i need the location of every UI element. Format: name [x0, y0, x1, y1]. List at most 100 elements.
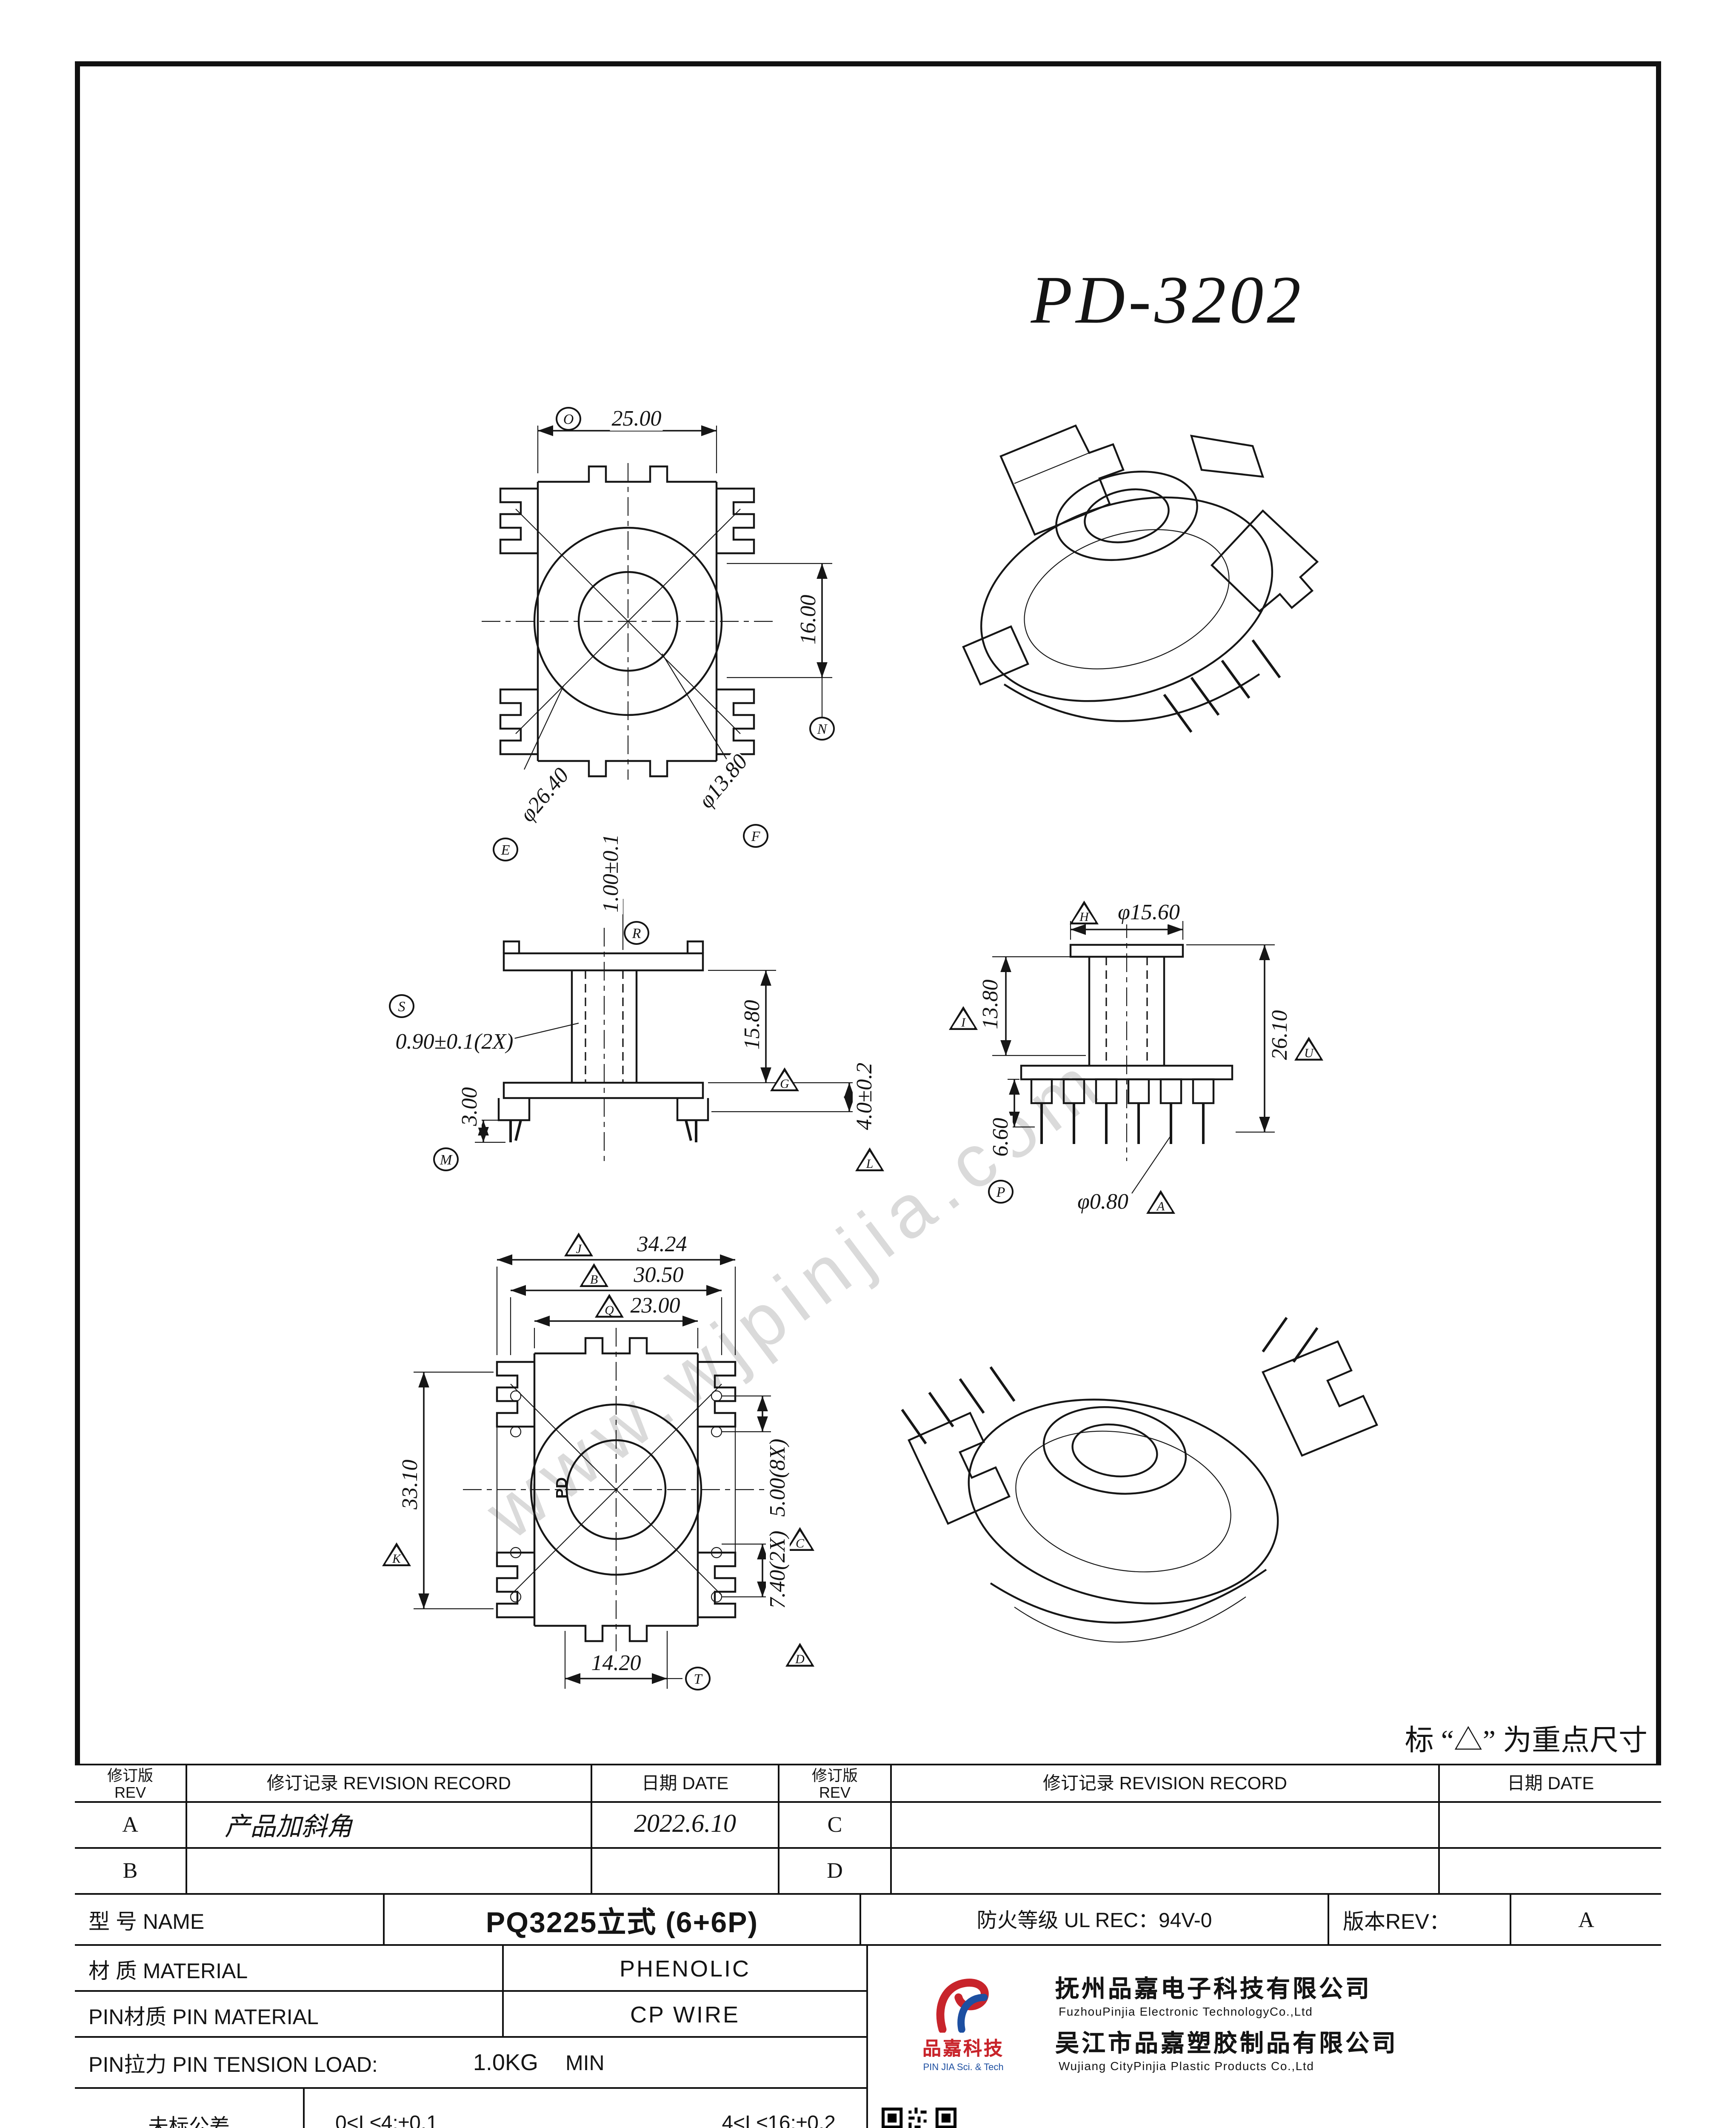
dim-tube-height: 13.80	[977, 978, 1002, 1031]
balloon-a-letter: A	[1156, 1198, 1165, 1213]
dim-overall-width: 34.24	[635, 1232, 689, 1256]
rev-c-date	[1440, 1803, 1661, 1849]
top-view-drawing	[482, 425, 832, 780]
rev-b-record	[187, 1849, 592, 1895]
pin-tension-value: 1.0KG	[473, 2050, 538, 2075]
balloon-p: P	[988, 1180, 1014, 1204]
company-names: 抚州品嘉电子科技有限公司 FuzhouPinjia Electronic Tec…	[1045, 1953, 1651, 2097]
record-header-left: 修订记录 REVISION RECORD	[187, 1765, 592, 1803]
company-1-cn: 抚州品嘉电子科技有限公司	[1055, 1974, 1372, 2001]
balloon-s: S	[389, 994, 414, 1018]
tolerance-label: 未标公差 TOLERANCES	[75, 2089, 305, 2128]
rev-a-date: 2022.6.10	[592, 1803, 779, 1849]
dim-flange-height: 16.00	[795, 593, 820, 646]
balloon-t-letter: T	[694, 1670, 702, 1687]
company-logo: 品嘉科技 PIN JIA Sci. & Tech	[882, 1953, 1045, 2097]
dim-wall-thickness: 0.90±0.1(2X)	[394, 1029, 515, 1054]
balloon-o: O	[556, 407, 581, 431]
dim-pin-group-pitch: 7.40(2X)	[764, 1529, 790, 1610]
balloon-m: M	[433, 1147, 459, 1171]
dim-comb-height: 6.60	[987, 1116, 1013, 1158]
tolerance-values: 0<L≤4:±0.1 4<L≤16:±0.2 16<L≤63:±0.3 PIN …	[305, 2089, 866, 2128]
balloon-e-letter: E	[501, 841, 510, 858]
balloon-c-letter: C	[795, 1535, 804, 1550]
isometric-view-top	[962, 424, 1319, 733]
rev-d-date	[1440, 1849, 1661, 1895]
balloon-o-letter: O	[563, 410, 574, 427]
tolerance-row: 未标公差 TOLERANCES 0<L≤4:±0.1 4<L≤16:±0.2 1…	[75, 2089, 866, 2128]
rev-d-record	[892, 1849, 1440, 1895]
balloon-n: N	[809, 717, 835, 741]
balloon-i-letter: I	[961, 1014, 965, 1029]
balloon-p-letter: P	[996, 1183, 1005, 1200]
drawing-number: PD-3202	[1031, 261, 1305, 338]
rev-b-letter: B	[75, 1849, 187, 1895]
company-logo-mark	[936, 1978, 989, 2032]
balloon-f: F	[743, 824, 768, 848]
balloon-u-letter: U	[1304, 1044, 1313, 1060]
balloon-f-letter: F	[751, 827, 760, 844]
bottom-view-drawing	[414, 1254, 771, 1689]
company-2-cn: 吴江市品嘉塑胶制品有限公司	[1055, 2028, 1398, 2056]
pin-material-label: PIN材质 PIN MATERIAL	[75, 1992, 504, 2036]
qr-code	[882, 2097, 1045, 2128]
dim-body-width: 25.00	[610, 406, 663, 431]
dim-overall-height: 26.10	[1266, 1008, 1292, 1062]
isometric-view-bottom	[901, 1317, 1378, 1643]
balloon-g-letter: G	[780, 1075, 789, 1090]
material-row: 材 质 MATERIAL PHENOLIC	[75, 1946, 866, 1992]
pin-material-row: PIN材质 PIN MATERIAL CP WIRE	[75, 1992, 866, 2038]
version-label: 版本REV：	[1329, 1895, 1511, 1946]
dim-pin-row-span: 30.50	[632, 1262, 685, 1287]
balloon-h-letter: H	[1079, 908, 1089, 924]
balloon-t: T	[685, 1667, 711, 1690]
key-dimension-note: 标 “△” 为重点尺寸	[1405, 1725, 1647, 1757]
balloon-l-letter: L	[866, 1155, 874, 1170]
front-view-drawing	[992, 919, 1275, 1194]
dim-flange-length: 33.10	[397, 1458, 422, 1511]
balloon-r: R	[624, 921, 649, 945]
dim-flange-thickness: 1.00±0.1	[597, 832, 623, 915]
rev-c-record	[892, 1803, 1440, 1849]
drawing-border	[75, 61, 1661, 2128]
balloon-b-letter: B	[590, 1271, 598, 1286]
flammability-rating: 防火等级 UL REC：94V-0	[861, 1895, 1329, 1946]
company-logo-text-en: PIN JIA Sci. & Tech	[923, 2062, 1004, 2073]
lower-title-block: 材 质 MATERIAL PHENOLIC PIN材质 PIN MATERIAL…	[75, 1946, 1661, 2128]
company-2-en: Wujiang CityPinjia Plastic Products Co.,…	[1059, 2061, 1314, 2073]
name-row: 型 号 NAME PQ3225立式 (6+6P) 防火等级 UL REC：94V…	[75, 1895, 1661, 1946]
dim-tube-dia: φ15.60	[1116, 900, 1182, 924]
balloon-j-letter: J	[576, 1240, 582, 1256]
part-marking: PD	[553, 1477, 570, 1499]
rev-a-letter: A	[75, 1803, 187, 1849]
dim-winding-height: 15.80	[739, 998, 764, 1052]
balloon-e: E	[493, 838, 518, 861]
record-header-right: 修订记录 REVISION RECORD	[892, 1765, 1440, 1803]
model-value: PQ3225立式 (6+6P)	[385, 1895, 861, 1946]
company-logo-text-cn: 品嘉科技	[922, 2039, 1004, 2059]
date-header-left: 日期 DATE	[592, 1765, 779, 1803]
dim-base-height: 4.0±0.2	[851, 1061, 877, 1132]
company-email: E-mail:pinjia@wjpinjia.com	[1045, 2097, 1651, 2128]
material-label: 材 质 MATERIAL	[75, 1946, 504, 1990]
rev-c-letter: C	[779, 1803, 892, 1849]
dim-slot-width: 14.20	[589, 1650, 643, 1675]
balloon-s-letter: S	[398, 998, 405, 1015]
tolerance-range-2: 4<L≤16:±0.2	[722, 2110, 836, 2128]
pin-tension-label: PIN拉力 PIN TENSION LOAD:	[89, 2053, 378, 2077]
balloon-q-letter: Q	[605, 1301, 614, 1317]
tolerance-range-1: 0<L≤4:±0.1	[335, 2110, 438, 2128]
side-view-drawing	[475, 899, 859, 1161]
version-value: A	[1511, 1895, 1661, 1946]
dim-pin-length: 3.00	[456, 1085, 482, 1128]
balloon-k-letter: K	[392, 1550, 401, 1565]
balloon-d-letter: D	[795, 1650, 805, 1666]
dim-body-span: 23.00	[628, 1293, 682, 1318]
pin-tension-unit: MIN	[565, 2051, 605, 2074]
